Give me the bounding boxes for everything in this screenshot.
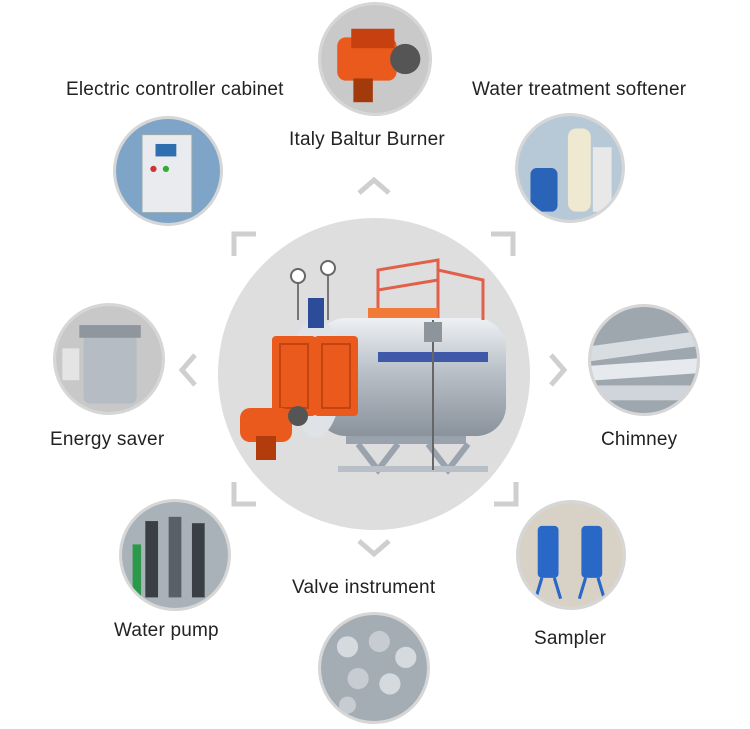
arrow-right-icon <box>548 352 568 388</box>
pump-thumbnail <box>119 499 231 611</box>
boiler-illustration <box>240 258 506 475</box>
chimney-thumbnail <box>588 304 700 416</box>
softener-thumbnail <box>515 113 625 223</box>
label-chimney: Chimney <box>601 429 678 450</box>
sampler-thumbnail <box>516 500 626 610</box>
label-pump: Water pump <box>114 620 219 641</box>
label-sampler: Sampler <box>534 628 607 649</box>
label-valve: Valve instrument <box>292 577 436 598</box>
arrow-up-right-icon <box>487 230 517 260</box>
controller-thumbnail <box>113 116 223 226</box>
arrow-up-icon <box>356 176 392 196</box>
label-controller: Electric controller cabinet <box>66 79 284 100</box>
arrow-up-left-icon <box>230 230 260 260</box>
label-saver: Energy saver <box>50 429 165 450</box>
arrow-left-icon <box>178 352 198 388</box>
arrow-down-icon <box>356 538 392 558</box>
burner-thumbnail <box>318 2 432 116</box>
saver-thumbnail <box>53 303 165 415</box>
valve-thumbnail <box>318 612 430 724</box>
label-burner: Italy Baltur Burner <box>289 129 445 150</box>
arrow-down-right-icon <box>490 478 520 508</box>
arrow-down-left-icon <box>230 478 260 508</box>
label-softener: Water treatment softener <box>472 79 687 100</box>
